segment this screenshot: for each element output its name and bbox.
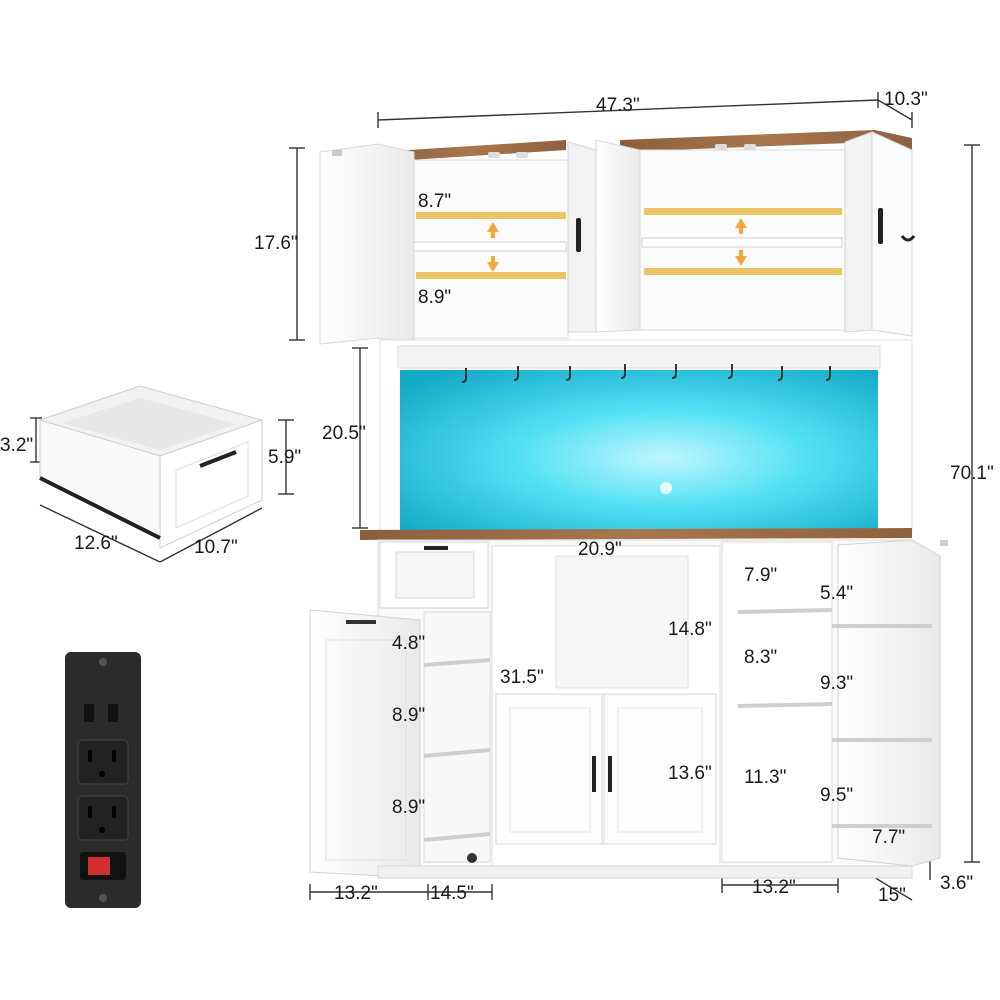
right-door-gap-3-label: 9.5" xyxy=(820,785,854,806)
base-cabinet xyxy=(309,528,948,879)
rocker-switch-icon xyxy=(80,852,126,880)
door-depth-label: 3.6" xyxy=(940,873,974,894)
door-shelf-gap-3-label: 8.9" xyxy=(392,797,426,818)
base-height-label: 31.5" xyxy=(500,667,544,688)
top-depth-label: 10.3" xyxy=(884,89,928,110)
total-width-label: 47.3" xyxy=(596,95,640,116)
upper-shelf-gap-top-label: 8.7" xyxy=(418,191,452,212)
power-outlet-icon xyxy=(77,795,129,841)
side-shelf-1-label: 7.9" xyxy=(744,565,778,586)
hutch-height-label: 20.5" xyxy=(322,423,366,444)
drawer-width-label: 10.7" xyxy=(194,537,238,558)
drawer-inset xyxy=(38,385,264,549)
middle-width-label: 20.9" xyxy=(578,539,622,560)
upper-shelf-gap-bottom-label: 8.9" xyxy=(418,287,452,308)
upper-cabinet-right xyxy=(595,130,916,337)
side-shelf-2-label: 8.3" xyxy=(744,647,778,668)
base-depth-label: 15" xyxy=(878,885,906,906)
door-shelf-gap-1-label: 4.8" xyxy=(392,633,426,654)
right-base-width-label: 13.2" xyxy=(752,877,796,898)
upper-cabinet-height-label: 17.6" xyxy=(254,233,298,254)
total-height-label: 70.1" xyxy=(950,463,994,484)
drawer-height-front-label: 5.9" xyxy=(268,447,302,468)
microwave-height-label: 14.8" xyxy=(668,619,712,640)
lower-cabinet-height-label: 13.6" xyxy=(668,763,712,784)
left-door-width-label: 13.2" xyxy=(334,883,378,904)
right-door-gap-1-label: 5.4" xyxy=(820,583,854,604)
hutch-led-section xyxy=(379,339,913,533)
drawer-depth-label: 12.6" xyxy=(74,533,118,554)
outlet-panel xyxy=(65,652,141,908)
power-outlet-icon xyxy=(77,739,129,785)
drawer-height-side-label: 3.2" xyxy=(0,435,34,456)
right-door-gap-2-label: 9.3" xyxy=(820,673,854,694)
upper-cabinet-left xyxy=(319,140,597,345)
usb-port-icon xyxy=(84,704,118,722)
right-door-width-label: 7.7" xyxy=(872,827,906,848)
door-shelf-gap-2-label: 8.9" xyxy=(392,705,426,726)
side-shelf-3-label: 11.3" xyxy=(744,767,787,788)
left-base-width-label: 14.5" xyxy=(430,883,474,904)
